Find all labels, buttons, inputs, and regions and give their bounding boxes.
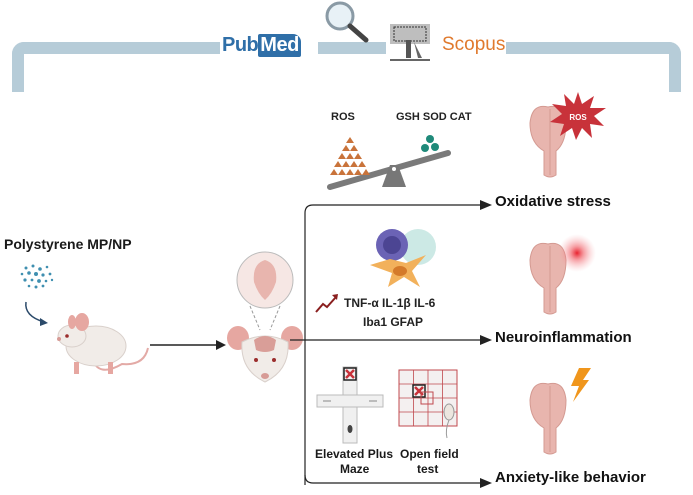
mouse-head-brain-icon — [227, 251, 303, 383]
ros-triangles — [330, 137, 370, 175]
brain-anxiety-icon — [529, 382, 567, 455]
pubmed-logo-part2: Med — [258, 34, 301, 57]
bracket-left-leg — [12, 42, 24, 92]
arrow-head-anxiety — [480, 478, 492, 488]
particles-icon — [20, 264, 54, 289]
mouse-icon — [57, 313, 149, 374]
epm-label-line2: Maze — [340, 462, 370, 476]
elevated-plus-maze-icon — [316, 366, 384, 444]
outcome-neuroinflammation: Neuroinflammation — [495, 329, 632, 346]
ingestion-arrow — [25, 301, 48, 326]
ros-label: ROS — [331, 111, 355, 123]
antioxidant-dots — [421, 135, 439, 152]
glial-cells-icon — [370, 229, 436, 287]
outcome-anxiety-like-behavior: Anxiety-like behavior — [495, 469, 646, 486]
antioxidants-label: GSH SOD CAT — [396, 111, 472, 123]
elsevier-tree-logo — [390, 24, 430, 61]
lightning-bolt-icon — [571, 368, 591, 402]
oft-label-line2: test — [417, 462, 439, 476]
magnifying-glass-icon — [325, 1, 369, 43]
ros-burst-label: ROS — [569, 113, 587, 122]
arrow-head-oxidative — [480, 200, 492, 210]
oft-label-line1: Open field — [400, 447, 459, 461]
exposure-label: Polystyrene MP/NP — [4, 236, 132, 252]
bracket-right-top — [506, 42, 681, 54]
redox-balance-scale — [327, 135, 451, 190]
branch-arrows — [290, 200, 492, 488]
bracket-middle — [318, 42, 386, 54]
glial-markers: Iba1 GFAP — [363, 315, 424, 329]
bracket-left-top — [12, 42, 220, 54]
bracket-right-leg — [669, 42, 681, 92]
open-field-test-icon — [398, 369, 458, 439]
epm-label-line1: Elevated Plus — [315, 447, 394, 461]
arrow-head-inflammation — [480, 335, 492, 345]
arrow-exposure-to-brain — [150, 340, 226, 350]
scopus-logo: Scopus — [442, 34, 506, 55]
pubmed-logo-part1: Pub — [222, 34, 259, 56]
trend-up-icon — [315, 294, 338, 313]
outcome-oxidative-stress: Oxidative stress — [495, 193, 611, 210]
cytokine-markers: TNF-α IL-1β IL-6 — [344, 296, 436, 310]
inflammation-glow-icon — [558, 234, 596, 272]
ros-burst-icon: ROS — [550, 92, 606, 140]
